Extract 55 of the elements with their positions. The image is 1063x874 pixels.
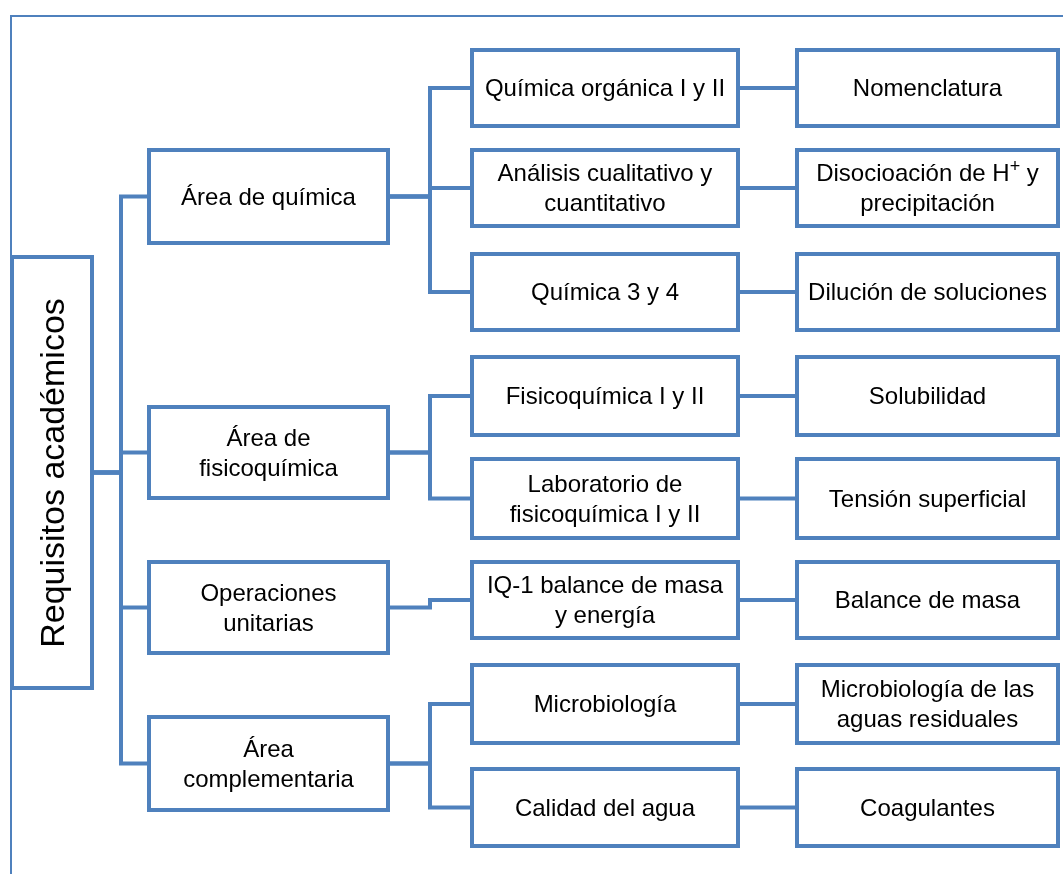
- topic-label: Fisicoquímica I y II: [505, 381, 705, 411]
- topic-label: Química orgánica I y II: [484, 73, 726, 103]
- topic-label: IQ-1 balance de masa y energía: [485, 570, 725, 630]
- topic-box: [795, 663, 1060, 745]
- topic-box: [795, 767, 1060, 848]
- connector-line: [390, 450, 470, 501]
- topic-label: Microbiología: [533, 689, 677, 719]
- topic-label: Área complementaria: [182, 733, 355, 794]
- topic-box: [470, 148, 740, 228]
- topic-label: Análisis cualitativo y cuantitativo: [496, 158, 714, 218]
- topic-label: Coagulantes: [860, 792, 995, 823]
- topic-box: [470, 767, 740, 848]
- topic-box: [795, 148, 1060, 228]
- topic-label: Microbiología de las aguas residuales: [819, 674, 1036, 734]
- connector-line: [740, 290, 795, 294]
- connector-line: [740, 805, 795, 810]
- connector-line: [390, 598, 470, 610]
- connector-line: [390, 761, 470, 810]
- topic-box: [470, 663, 740, 745]
- connector-line: [740, 496, 795, 501]
- connector-line: [94, 470, 147, 766]
- root-box: [10, 255, 94, 690]
- topic-box: [795, 457, 1060, 540]
- topic-box: [795, 355, 1060, 437]
- connector-line: [740, 702, 795, 706]
- connector-line: [740, 86, 795, 90]
- topic-box: [147, 405, 390, 500]
- topic-box: [795, 252, 1060, 332]
- connector-line: [740, 186, 795, 190]
- topic-label: Balance de masa: [834, 585, 1021, 615]
- topic-box: [147, 560, 390, 655]
- topic-label: Área de química: [181, 181, 356, 212]
- topic-box: [147, 715, 390, 812]
- topic-label: Calidad del agua: [514, 792, 696, 823]
- topic-label: Dilución de soluciones: [808, 277, 1047, 307]
- topic-box: [470, 457, 740, 540]
- topic-box: [470, 252, 740, 332]
- topic-label: Solubilidad: [868, 381, 987, 411]
- topic-box: [470, 355, 740, 437]
- topic-box: [795, 560, 1060, 640]
- connector-line: [390, 194, 470, 294]
- topic-label: Disocioación de H$^{+}$ y precipitación: [815, 158, 1040, 218]
- topic-box: [470, 48, 740, 128]
- topic-label: Laboratorio de fisicoquímica I y II: [508, 468, 702, 529]
- topic-box: [147, 148, 390, 245]
- connector-line: [740, 394, 795, 398]
- topic-label: Operaciones unitarias: [199, 577, 338, 638]
- topic-label: Área de fisicoquímica: [198, 422, 339, 483]
- topic-box: [795, 48, 1060, 128]
- topic-label: Química 3 y 4: [530, 277, 680, 307]
- topic-label: Tensión superficial: [828, 483, 1027, 514]
- root-label: Requisitos académicos: [35, 297, 69, 648]
- topic-box: [470, 560, 740, 640]
- topic-label: Nomenclatura: [852, 73, 1003, 103]
- connector-line: [740, 598, 795, 602]
